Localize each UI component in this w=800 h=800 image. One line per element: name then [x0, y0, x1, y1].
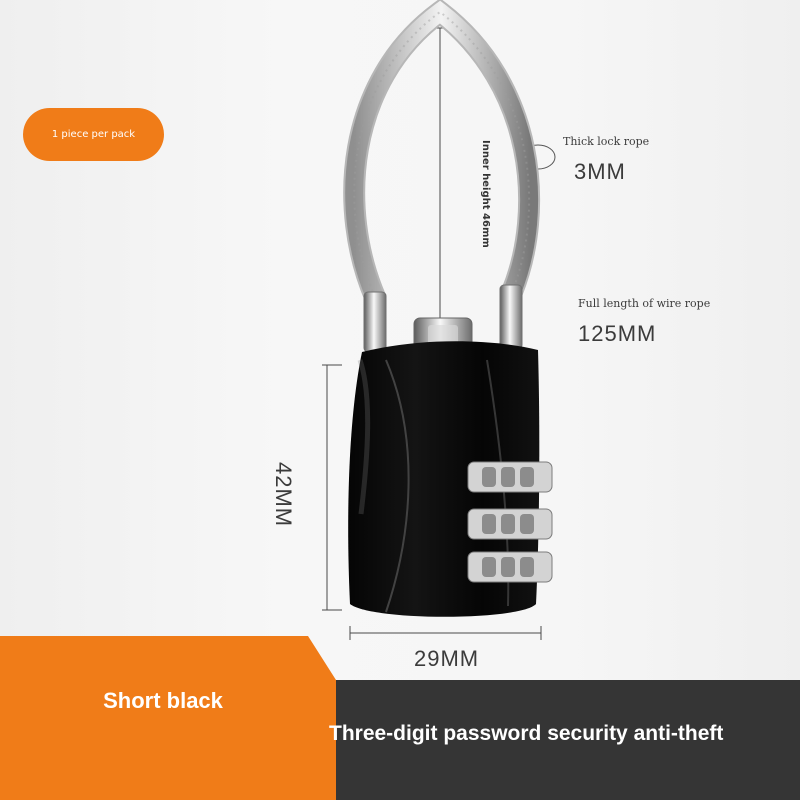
pack-info-text: 1 piece per pack — [51, 129, 136, 140]
variant-banner — [0, 636, 336, 800]
variant-label: Short black — [103, 688, 223, 713]
body-width-label: 29MM — [414, 646, 480, 671]
thick-rope-value: 3MM — [574, 159, 626, 184]
dimension-guides — [322, 27, 556, 640]
combination-dials — [467, 461, 553, 583]
thick-rope-label: Thick lock rope — [563, 135, 650, 148]
body-height-label: 42MM — [271, 462, 296, 528]
full-length-value: 125MM — [578, 321, 657, 346]
inner-height-label: Inner height 46mm — [480, 140, 491, 248]
steel-cable — [343, 0, 541, 353]
full-length-label: Full length of wire rope — [578, 297, 711, 310]
feature-banner — [308, 680, 800, 800]
feature-description: Three-digit password security anti-theft — [329, 722, 724, 745]
pack-info-pill: 1 piece per pack — [23, 108, 164, 161]
